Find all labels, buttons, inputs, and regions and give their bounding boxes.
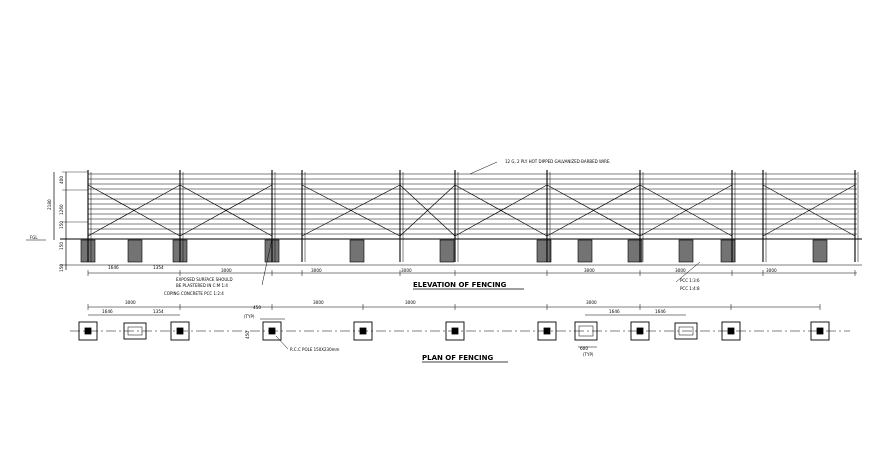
leader-line [275, 335, 289, 350]
cross-brace [762, 184, 856, 237]
footing-block [720, 239, 736, 263]
cross-brace [546, 184, 641, 237]
cross-brace [399, 184, 456, 237]
coping-note: COPING CONCRETE PCC 1:2:4 [164, 291, 224, 296]
leader-line [675, 261, 701, 283]
plan-pole [636, 327, 644, 335]
plan-dim-9: 1646 [655, 309, 666, 314]
plan-dim-2: 1646 [102, 309, 113, 314]
plaster-note: BE PLASTERED IN C:M 1:4 [176, 283, 228, 288]
footing-block [127, 239, 143, 263]
pcc-note: PCC 1:3:6 [680, 278, 700, 283]
plan-fence [70, 304, 850, 363]
cross-brace [179, 184, 273, 237]
cross-brace [639, 184, 733, 237]
footing-block [264, 239, 280, 263]
dim-left-2: 1260 [59, 204, 64, 215]
fgl-label: FGL [30, 235, 38, 240]
elevation-fence [26, 161, 862, 290]
plan-footing [721, 321, 741, 341]
dim-left-3: 150 [59, 221, 64, 229]
dim-left-5: 150 [59, 242, 64, 250]
plan-footing [170, 321, 190, 341]
plan-pad-inner [578, 325, 594, 337]
plan-dim-4: 450 [253, 305, 261, 310]
footing-block [349, 239, 365, 263]
plan-footing [353, 321, 373, 341]
dim-bottom-2: 1354 [153, 265, 164, 270]
plan-pad [674, 322, 698, 340]
plan-footing [445, 321, 465, 341]
plan-pole [543, 327, 551, 335]
dim-bottom-4: 3000 [311, 268, 322, 273]
dim-bottom-1: 1646 [108, 265, 119, 270]
plan-dim-6: 3000 [405, 300, 416, 305]
plan-dim-1: 3000 [125, 300, 136, 305]
dim-left-6: 150 [59, 264, 64, 272]
wire-note: 12 G, 2 PLY HOT DIPPED GALVANIZED BARBED… [505, 159, 611, 164]
plan-pole [268, 327, 276, 335]
dim-bottom-5: 3000 [401, 268, 412, 273]
dim-left-1: 400 [59, 176, 64, 184]
plan-pole [359, 327, 367, 335]
pcc2-note: PCC 1:4:8 [680, 286, 700, 291]
plan-dim-8: 1646 [609, 309, 620, 314]
footing-block [536, 239, 552, 263]
footing-block [627, 239, 643, 263]
footing-block [577, 239, 593, 263]
dim-bottom-3: 3000 [221, 268, 232, 273]
plan-footing [630, 321, 650, 341]
plan-title: PLAN OF FENCING [422, 354, 493, 362]
dim-bottom-7: 3000 [675, 268, 686, 273]
cross-brace [454, 184, 548, 237]
surface-note: EXPOSED SURFACE SHOULD [176, 277, 233, 282]
plan-footing [537, 321, 557, 341]
footing-block [812, 239, 828, 263]
plan-dim-7: 3000 [586, 300, 597, 305]
plan-dim-small-2: 600 [580, 346, 588, 351]
plan-dim-small-1: 450 [245, 331, 250, 339]
plan-footing [262, 321, 282, 341]
plan-pad [574, 321, 598, 341]
dim-bottom-6: 3000 [584, 268, 595, 273]
footing-block [80, 239, 96, 263]
dim-bottom-8: 3000 [766, 268, 777, 273]
plan-pole [727, 327, 735, 335]
footing-block [678, 239, 694, 263]
cross-brace [301, 184, 401, 237]
plan-pole [816, 327, 824, 335]
footing-block [172, 239, 188, 263]
plan-footing [78, 321, 98, 341]
plan-pole [451, 327, 459, 335]
leader-line [261, 238, 273, 286]
plan-pad [123, 322, 147, 340]
dim-left-4: 2180 [47, 199, 52, 210]
typ-note-2: (TYP) [244, 314, 255, 319]
plan-pad-inner [127, 326, 143, 336]
plan-pad-inner [678, 326, 694, 336]
plan-pole [176, 327, 184, 335]
plan-dim-5: 3000 [313, 300, 324, 305]
cross-brace [87, 184, 181, 237]
leader-line [469, 161, 498, 175]
typ-note: (TYP) [583, 352, 594, 357]
elevation-title: ELEVATION OF FENCING [413, 281, 507, 289]
pole-note: R.C.C POLE 150X230mm [290, 347, 340, 352]
plan-dim-3: 1354 [153, 309, 164, 314]
plan-footing [810, 321, 830, 341]
plan-pole [84, 327, 92, 335]
footing-block [439, 239, 455, 263]
